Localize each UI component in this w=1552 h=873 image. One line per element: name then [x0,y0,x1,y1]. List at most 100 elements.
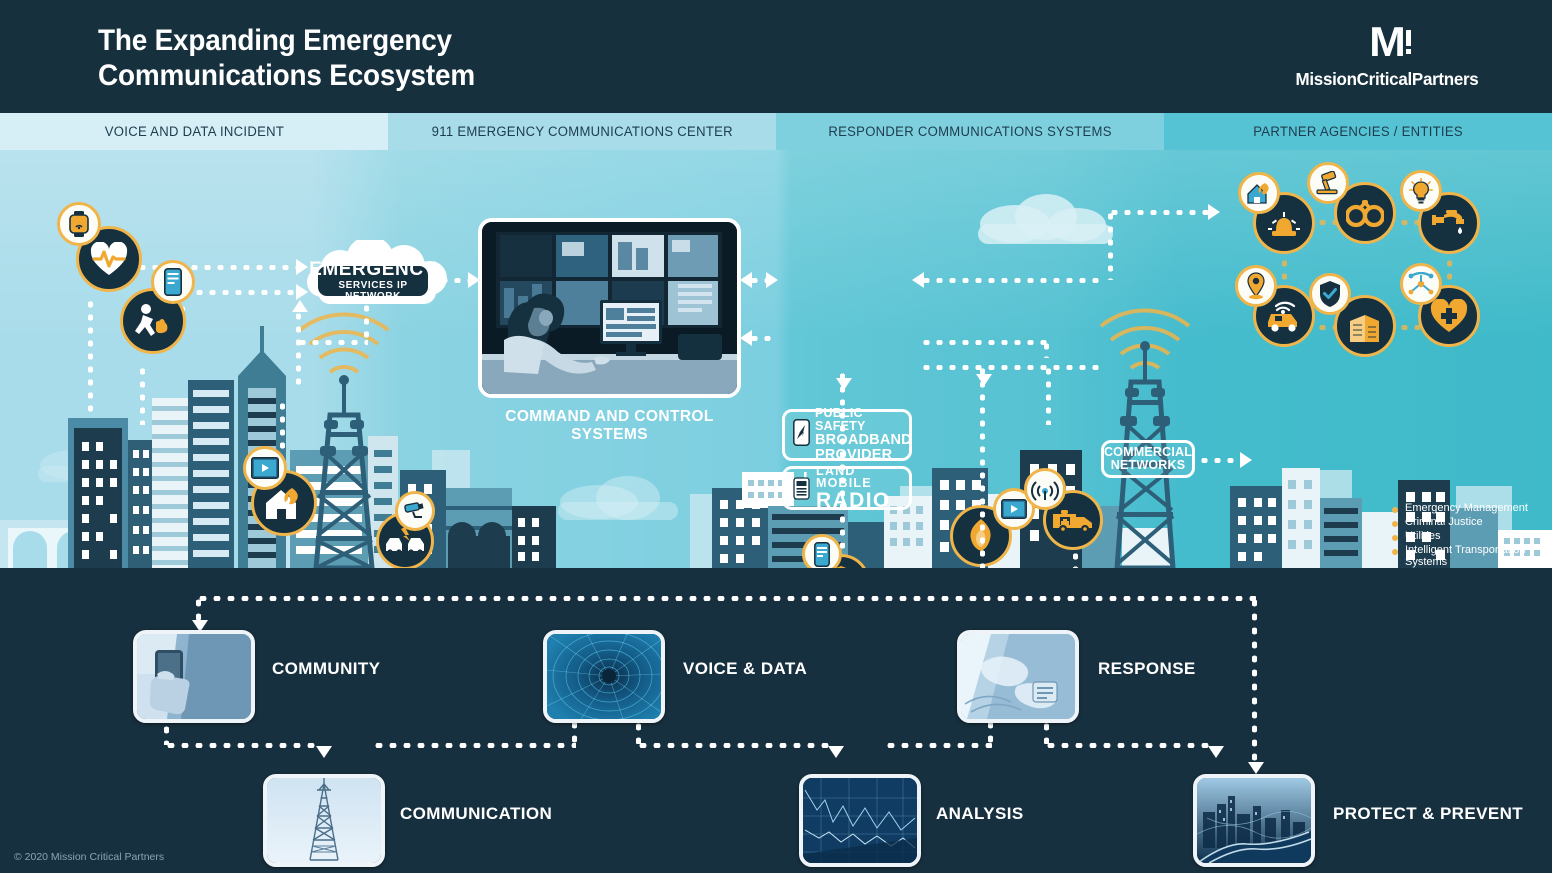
connector-fire-up [364,302,369,342]
command-and-control-photo [478,218,741,398]
lmr-radio-icon [793,471,811,505]
flow-label-community: COMMUNITY [272,659,381,678]
bubble-lightbulb-icon [1400,170,1442,212]
connector-camera-down [280,400,285,450]
connector-arrow [1208,204,1220,220]
house-fire-icon [266,488,298,519]
siren-icon [1268,212,1300,236]
commercial-line1: COMMERCIAL [1103,445,1193,460]
flow-arrow [192,620,208,632]
land-mobile-radio-box: LAND MOBILE RADIO [782,463,912,511]
page-title: The Expanding Emergency Communications E… [98,24,475,94]
flow-connector-voicedata-up [572,718,577,744]
connector-car-building [1316,325,1336,330]
connector-partners-up [1108,210,1113,280]
esinet-line2: SERVICES IP NETWORK [338,280,408,302]
police-badge-icon [835,566,847,568]
medical-network-icon [1408,272,1434,295]
connector-arrow [976,374,992,386]
mobile-phone-icon [814,541,830,567]
ambulance-icon [1053,510,1092,533]
ecosystem-scene: EMERGENCY SERVICES IP NETWORK [0,150,1552,568]
map-pin-icon [1247,272,1265,300]
flow-connector-response-down [1044,720,1049,744]
esinet-line1: EMERGENCY [309,259,437,280]
flow-card-community[interactable] [133,630,255,723]
flow-card-analysis[interactable] [799,774,921,867]
flow-label-response: RESPONSE [1098,659,1196,678]
connector-phone-down [140,365,145,425]
first-responder-photo [961,634,1075,719]
flow-label-protect-and-prevent: PROTECT & PREVENT [1333,804,1524,823]
connector-heartbeat-to-esinet [136,265,296,270]
flow-arrow [1248,762,1264,774]
psbp-label: PUBLIC SAFETY BROADBAND PROVIDER [815,407,912,462]
partner-agency-list: Emergency Management Criminal Justice Ut… [1392,502,1537,568]
logo-mark-icon: M [1369,18,1411,68]
page-title-line2: Communications Ecosystem [98,58,475,92]
connector-arrow [296,259,308,275]
connector-arrow [836,378,852,390]
list-item-label: Intelligent Transportation Systems [1405,544,1526,568]
connector-flame-down [980,365,985,568]
header-bar: The Expanding Emergency Communications E… [0,0,1552,113]
bubble-map-pin-icon [1235,265,1277,307]
building-icon [1350,315,1379,342]
public-safety-broadband-provider-box: PUBLIC SAFETY BROADBAND PROVIDER [782,407,912,462]
logo-letter: M [1369,18,1406,65]
gavel-icon [1316,171,1338,195]
lmr-line1: LAND MOBILE [816,463,871,489]
flow-card-response[interactable] [957,630,1079,723]
list-item-label: Utilities [1405,530,1441,542]
flow-arrow [316,746,332,758]
psbp-phone-icon [793,419,810,451]
column-header-partner-agencies: PARTNER AGENCIES / ENTITIES [1164,113,1552,150]
commercial-networks-label: COMMERCIAL NETWORKS [1104,446,1192,472]
connector-console-to-lmr [748,336,776,341]
flow-connector-analysis-to-response [884,743,992,748]
bullet-icon [1392,549,1398,555]
flow-card-voice-and-data[interactable] [543,630,665,723]
connector-psbp-to-partners [920,278,1100,283]
bubble-antenna-signal-icon [1024,468,1066,510]
process-flow-section: COMMUNITY COM [0,568,1552,873]
flow-connector-to-protect [1252,596,1257,768]
logo-exclamation-icon [1406,30,1412,54]
flow-label-analysis: ANALYSIS [936,804,1024,823]
esinet-label: EMERGENCY SERVICES IP NETWORK [309,260,436,303]
bullet-icon [1392,507,1398,513]
list-item: Intelligent Transportation Systems [1392,544,1537,568]
copyright-text: © 2020 Mission Critical Partners [14,851,165,863]
cell-tower-photo [267,778,381,863]
bubble-shield-check-icon [1309,273,1351,315]
flow-connector-to-community [196,596,201,626]
badge-building-icon [1334,295,1396,357]
bubble-smartwatch-icon [57,202,101,246]
heart-medical-icon [1430,299,1468,332]
flow-card-protect-and-prevent[interactable] [1193,774,1315,867]
connector-building-heart [1398,325,1420,330]
car-crash-icon [386,527,424,555]
connector-commercial-to-partners [1198,458,1244,463]
badge-heart-medical-icon [1418,285,1480,347]
data-charts-photo [803,778,917,863]
column-label: 911 EMERGENCY COMMUNICATIONS CENTER [431,124,733,139]
column-label: VOICE AND DATA INCIDENT [104,124,284,139]
connector-siren-handcuffs [1316,220,1336,225]
flow-connector-voicedata-down [636,720,641,744]
lightbulb-icon [1409,178,1433,204]
list-item-label: Emergency Management [1405,502,1528,514]
list-item-label: Criminal Justice [1405,516,1483,528]
connector-esinet-to-console [438,278,470,283]
connector-watch-down [88,298,93,413]
commercial-networks-box: COMMERCIAL NETWORKS [1101,440,1195,478]
hand-holding-phone-photo [137,634,251,719]
connector-arrow [292,300,308,312]
bubble-medical-network-icon [1400,263,1442,305]
connector-console-to-psbp [748,278,772,283]
connector-fire-to-esinet [296,340,368,345]
flow-label-communication: COMMUNICATION [400,804,553,823]
column-label: PARTNER AGENCIES / ENTITIES [1253,124,1463,139]
flow-arrow [828,746,844,758]
flow-card-communication[interactable] [263,774,385,867]
